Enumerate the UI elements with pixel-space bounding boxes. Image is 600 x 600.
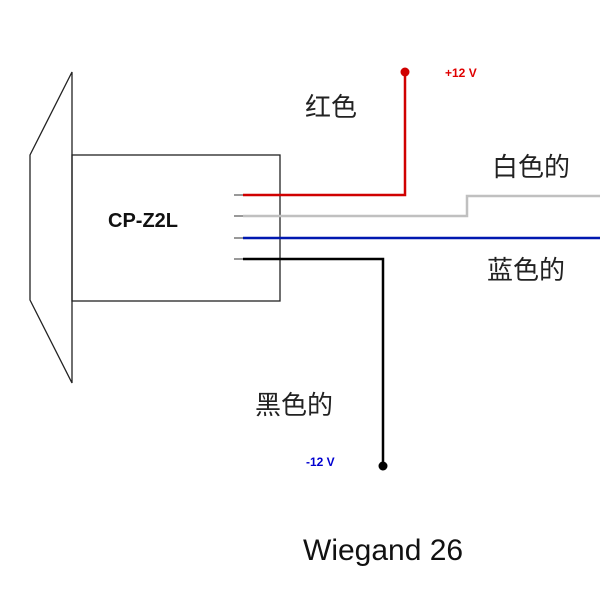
reader-front-plate (29, 71, 73, 384)
terminal-black (378, 461, 388, 471)
device-label: CP-Z2L (108, 210, 178, 232)
label-black-wire: 黑色的 (255, 391, 333, 421)
wire-red (243, 72, 407, 197)
reader-body (71, 154, 281, 302)
diagram-caption: Wiegand 26 (303, 534, 463, 567)
label-white-wire: 白色的 (492, 153, 570, 183)
label-blue-wire: 蓝色的 (487, 256, 565, 286)
wire-black (243, 257, 385, 466)
wire-white (243, 194, 600, 218)
label-red-voltage: +12 V (445, 66, 477, 80)
pin-stubs (234, 194, 243, 260)
label-red-wire: 红色 (305, 93, 357, 123)
label-black-voltage: -12 V (306, 455, 335, 469)
terminal-red (400, 67, 410, 77)
